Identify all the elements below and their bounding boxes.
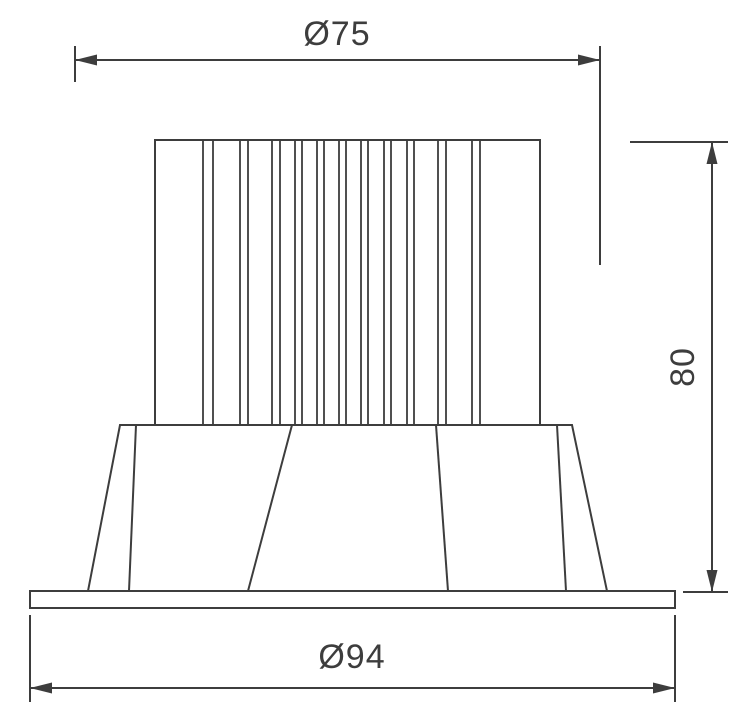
body-rib-center-left [247,424,293,592]
arrowhead-left-icon [75,54,97,66]
flange [29,590,676,609]
dimension-height: 80 [630,141,728,593]
arrowhead-right-icon [653,682,675,694]
arrowhead-right-icon [578,54,600,66]
lower-body-outline [86,424,609,592]
flange-outline [29,590,676,609]
arrowhead-down-icon [706,570,718,592]
body-rib-center-right [435,424,449,592]
arrowhead-up-icon [706,142,718,164]
top-diameter-label: Ø75 [303,15,370,53]
lower-body [86,424,609,592]
dimension-bottom-diameter: Ø94 [29,615,676,702]
arrowhead-left-icon [30,682,52,694]
body-rib-left [128,424,137,592]
dimension-top-diameter: Ø75 [74,15,601,265]
bottom-diameter-label: Ø94 [318,638,385,676]
height-label: 80 [664,347,702,387]
body-rib-right [556,424,567,592]
heatsink [154,139,541,426]
